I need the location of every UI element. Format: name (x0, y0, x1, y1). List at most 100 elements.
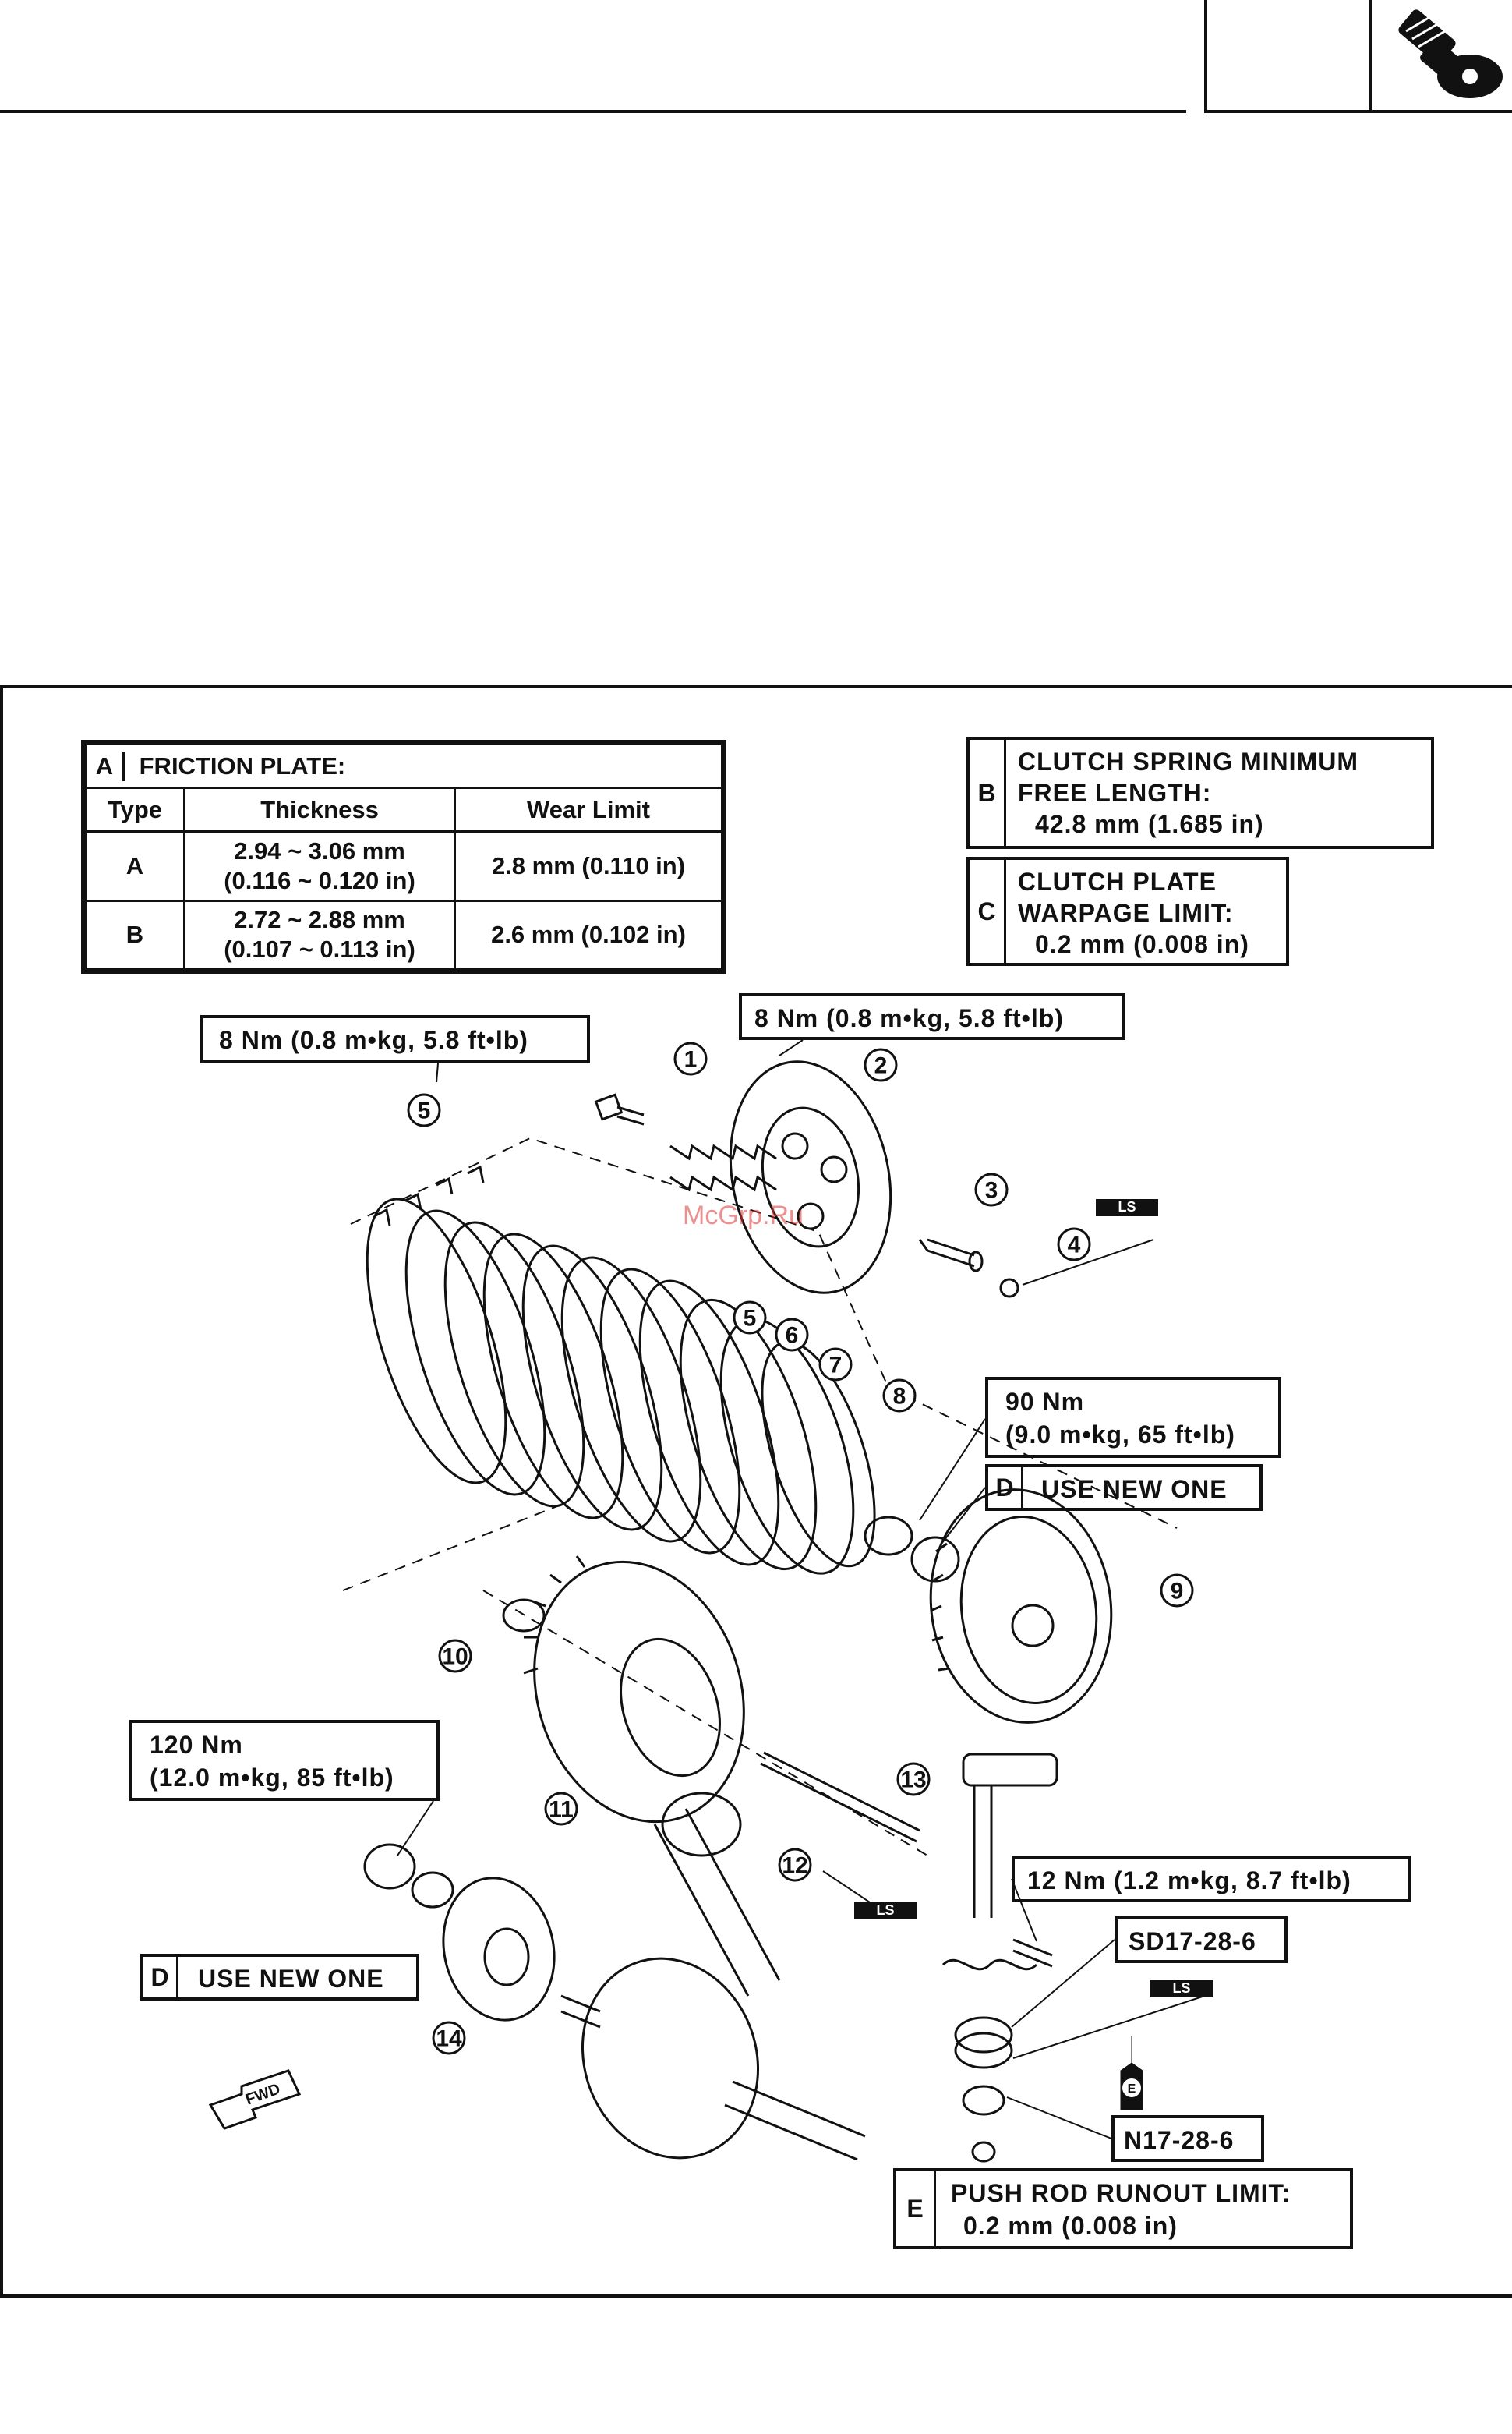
spec-clutch-plate-warpage: C CLUTCH PLATE WARPAGE LIMIT: 0.2 mm (0.… (966, 857, 1289, 966)
spec-line: 0.2 mm (0.008 in) (1035, 930, 1249, 958)
callout-5: 5 (407, 1093, 441, 1127)
use-new-one-label-lower: D USE NEW ONE (140, 1954, 419, 2001)
friction-plate-title: FRICTION PLATE: (139, 752, 346, 780)
type-cell: B (84, 899, 185, 971)
header-rule (0, 110, 1186, 113)
callout-number: 11 (549, 1797, 574, 1823)
svg-text:LS: LS (1118, 1199, 1136, 1215)
torque-label-primary-drive-nut: 120 Nm (12.0 m•kg, 85 ft•lb) (129, 1720, 440, 1801)
clutch-spring (669, 1144, 777, 1192)
svg-text:LS: LS (1172, 1980, 1190, 1996)
spec-clutch-spring: B CLUTCH SPRING MINIMUM FREE LENGTH: 42.… (966, 737, 1434, 849)
callout-7: 7 (818, 1347, 853, 1382)
ball (999, 1278, 1019, 1298)
friction-plate-letter: A (87, 751, 125, 781)
forward-arrow-icon: FWD (208, 2069, 302, 2130)
callout-8: 8 (882, 1378, 917, 1413)
callout-number: 2 (874, 1053, 888, 1079)
callout-number: 9 (1171, 1579, 1184, 1604)
plate-stack (366, 1165, 876, 1575)
callout-11: 11 (544, 1792, 578, 1826)
table-row: A 2.94 ~ 3.06 mm (0.116 ~ 0.120 in) 2.8 … (84, 830, 723, 902)
column-header-type: Type (84, 787, 185, 833)
push-rod-2 (760, 1751, 920, 1843)
spec-letter: B (970, 740, 1006, 846)
svg-text:E: E (1128, 2082, 1136, 2096)
clutch-wrench-icon (1383, 8, 1507, 105)
callout-number: 12 (782, 1853, 807, 1879)
callout-3: 3 (974, 1173, 1009, 1207)
callout-number: 5 (418, 1098, 431, 1124)
push-rod-1 (918, 1238, 984, 1272)
torque-label-push-lever-bolt: 12 Nm (1.2 m•kg, 8.7 ft•lb) (1012, 1856, 1411, 1902)
primary-drive-gear (442, 1877, 556, 2022)
callout-number: 4 (1068, 1233, 1081, 1258)
torque-label-pressure-plate: 8 Nm (0.8 m•kg, 5.8 ft•lb) (739, 993, 1125, 1040)
needle-bearing (962, 2085, 1005, 2116)
clutch-spring-bolt (594, 1093, 645, 1126)
part-number-n: N17-28-6 (1111, 2115, 1264, 2162)
torque-label-clutch-bolt: 8 Nm (0.8 m•kg, 5.8 ft•lb) (200, 1015, 590, 1063)
callout-14: 14 (432, 2021, 466, 2055)
part-number-sd: SD17-28-6 (1115, 1916, 1288, 1963)
push-lever-spring (941, 1958, 1038, 1971)
column-header-wear-limit: Wear Limit (454, 787, 723, 833)
callout-6: 6 (775, 1318, 809, 1352)
lock-washer (864, 1516, 913, 1556)
thickness-cell: 2.94 ~ 3.06 mm (0.116 ~ 0.120 in) (183, 830, 456, 902)
spec-line: FREE LENGTH: (1018, 779, 1212, 807)
clutch-housing (523, 1555, 745, 1824)
header-icon-divider (1369, 0, 1372, 110)
spec-line: 42.8 mm (1.685 in) (1035, 810, 1264, 838)
callout-number: 5 (744, 1306, 757, 1332)
callout-number: 3 (985, 1178, 998, 1204)
callout-number: 1 (684, 1047, 698, 1073)
wear-limit-cell: 2.8 mm (0.110 in) (454, 830, 723, 902)
torque-label-boss-nut: 90 Nm (9.0 m•kg, 65 ft•lb) (985, 1377, 1281, 1458)
spec-letter: C (970, 860, 1006, 963)
callout-10: 10 (438, 1639, 472, 1673)
callout-number: 8 (893, 1384, 906, 1410)
spec-push-rod-runout: E PUSH ROD RUNOUT LIMIT: 0.2 mm (0.008 i… (893, 2168, 1353, 2249)
thickness-mm: 2.72 ~ 2.88 mm (234, 906, 405, 934)
spec-line: CLUTCH PLATE (1018, 868, 1217, 896)
primary-lock-washer (411, 1871, 454, 1909)
spec-line: CLUTCH SPRING MINIMUM (1018, 748, 1358, 776)
header-icon-box (1204, 0, 1512, 113)
lubricant-icon: LS (1096, 1199, 1158, 1216)
friction-plate-table: A FRICTION PLATE: Type Thickness Wear Li… (81, 740, 726, 974)
callout-2: 2 (864, 1048, 898, 1082)
watermark: McGrp.Ru (683, 1201, 804, 1230)
callout-1: 1 (673, 1042, 708, 1076)
callout-number: 7 (829, 1353, 843, 1378)
callout-12: 12 (778, 1848, 812, 1882)
thrust-washer (502, 1598, 546, 1633)
column-header-thickness: Thickness (183, 787, 456, 833)
callout-number: 13 (900, 1767, 926, 1793)
callout-number: 14 (436, 2026, 462, 2052)
spec-line: WARPAGE LIMIT: (1018, 899, 1234, 927)
wear-limit-cell: 2.6 mm (0.102 in) (454, 899, 723, 971)
push-lever-bolt (1012, 1938, 1053, 1968)
oil-bottle-icon: E (1120, 2036, 1143, 2110)
callout-5: 5 (733, 1300, 767, 1335)
thickness-cell: 2.72 ~ 2.88 mm (0.107 ~ 0.113 in) (183, 899, 456, 971)
callout-number: 10 (442, 1644, 468, 1670)
pressure-plate (729, 1060, 892, 1294)
svg-text:LS: LS (876, 1902, 894, 1918)
use-new-one-label-upper: D USE NEW ONE (985, 1464, 1263, 1511)
lubricant-icon: LS (854, 1902, 917, 1919)
thickness-in: (0.116 ~ 0.120 in) (224, 866, 415, 894)
oil-seal (954, 2016, 1013, 2054)
primary-nut (363, 1843, 416, 1890)
diagram-frame (0, 685, 1512, 2298)
callout-9: 9 (1160, 1573, 1194, 1608)
callout-number: 6 (786, 1323, 799, 1349)
thickness-mm: 2.94 ~ 3.06 mm (234, 837, 405, 865)
crankshaft (560, 1792, 866, 2161)
type-cell: A (84, 830, 185, 902)
lubricant-icon: LS (1150, 1980, 1213, 1997)
clutch-nut (910, 1536, 960, 1583)
